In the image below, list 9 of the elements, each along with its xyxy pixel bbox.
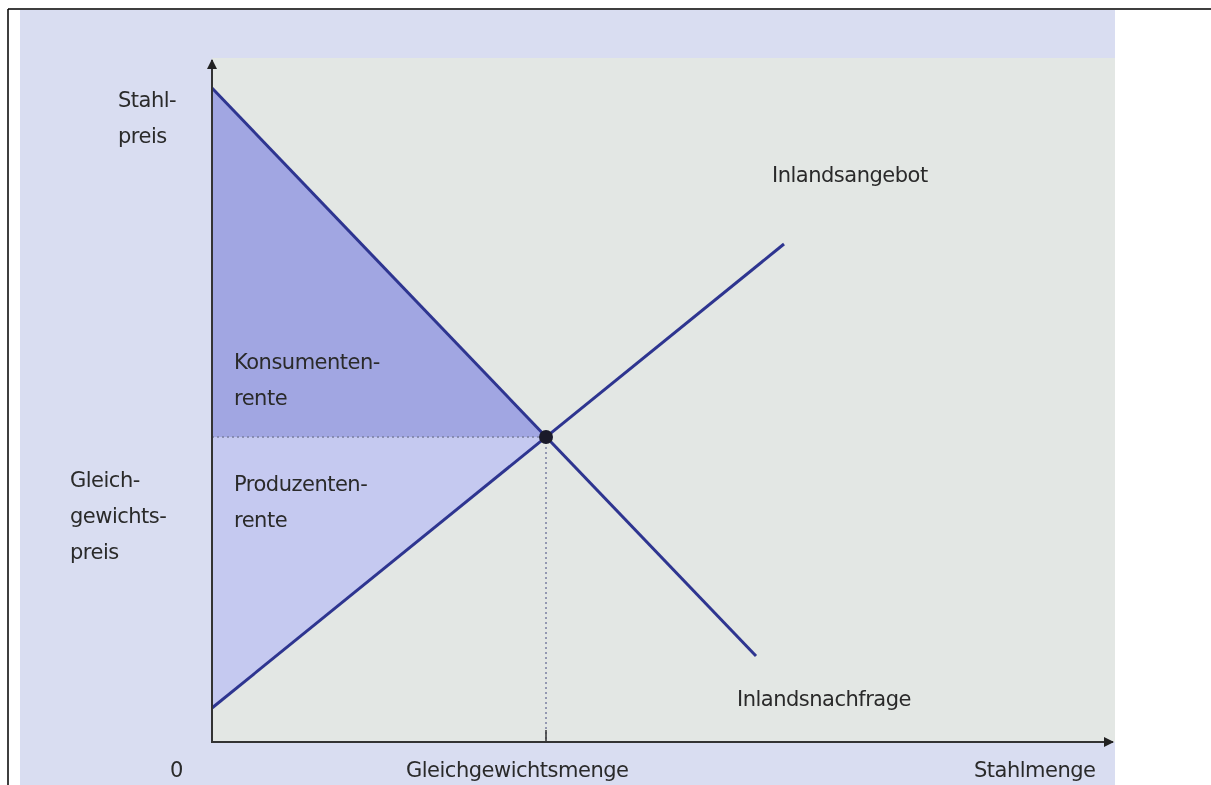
axis-label: Stahl- preis	[118, 87, 178, 150]
axis-label: Inlandsangebot	[772, 162, 928, 189]
axis-label: Produzenten- rente	[234, 471, 369, 534]
axis-label: Inlandsnachfrage	[737, 686, 911, 713]
axis-label: Konsumenten- rente	[234, 349, 381, 412]
axis-label: 0	[170, 757, 183, 784]
axis-label: Gleichgewichtsmenge	[406, 757, 629, 784]
axis-label: Stahlmenge	[974, 757, 1096, 784]
axis-label: Gleich- gewichts- preis	[70, 467, 168, 566]
